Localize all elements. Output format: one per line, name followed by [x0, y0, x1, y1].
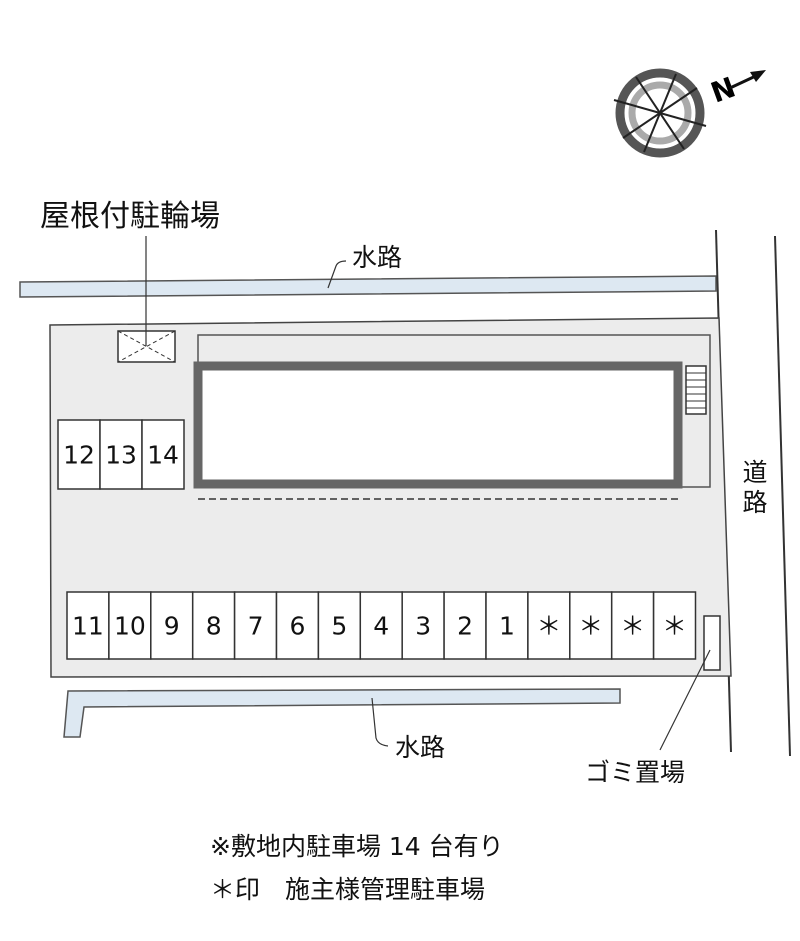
parking-stall-number: 2 — [457, 612, 473, 641]
garbage-label: ゴミ置場 — [585, 758, 686, 787]
parking-stall — [191, 591, 236, 660]
stairs — [685, 365, 707, 415]
parking-row-top: 12 13 14 — [57, 419, 185, 490]
parking-stall-number: 7 — [248, 612, 264, 641]
parking-stall — [485, 591, 529, 660]
parking-stall — [233, 591, 278, 660]
waterway-top — [19, 275, 717, 298]
parking-stall — [527, 591, 571, 660]
building — [193, 361, 683, 489]
leader-waterway-bottom — [371, 697, 389, 747]
parking-stall — [569, 591, 613, 660]
parking-stall-number: 12 — [63, 441, 95, 470]
parking-stall-number: 13 — [105, 441, 137, 470]
parking-stall-number: ＊ — [662, 612, 687, 641]
note-owner-managed: ＊印 施主様管理駐車場 — [210, 875, 486, 904]
waterway-bottom-label: 水路 — [395, 733, 446, 762]
parking-stall-number: 6 — [289, 612, 305, 641]
parking-stall — [317, 591, 362, 660]
road-label: 道路 — [742, 458, 768, 517]
bicycle-parking-box — [117, 330, 176, 363]
note-parking-count: ※敷地内駐車場 14 台有り — [210, 832, 504, 861]
parking-stall-number: 9 — [164, 612, 180, 641]
parking-stall-number: 14 — [147, 441, 179, 470]
parking-stall-number: 10 — [114, 612, 146, 641]
waterway-bottom — [63, 688, 621, 738]
parking-stall-number: 11 — [72, 612, 104, 641]
compass: N — [613, 68, 766, 158]
waterway-top-label: 水路 — [352, 243, 403, 272]
garbage-area — [703, 615, 721, 671]
parking-stall-number: ＊ — [620, 612, 645, 641]
parking-stall — [610, 591, 655, 660]
parking-stall-number: 5 — [331, 612, 347, 641]
parking-stall-number: 3 — [415, 612, 431, 641]
parking-stall — [141, 419, 185, 490]
road-edge-right — [774, 235, 791, 757]
parking-stall-number: 8 — [206, 612, 222, 641]
compass-north-label: N — [706, 70, 739, 109]
parking-stall-number: ＊ — [536, 612, 561, 641]
parking-stall — [443, 591, 487, 660]
bicycle-parking-label: 屋根付駐輪場 — [40, 199, 220, 234]
leader-waterway-top — [327, 260, 347, 289]
parking-stall-number: ＊ — [578, 612, 603, 641]
parking-stall — [652, 591, 697, 660]
parking-stall — [359, 591, 403, 660]
parking-stall-number: 4 — [373, 612, 389, 641]
parking-stall — [108, 591, 152, 660]
leader-garbage — [659, 649, 711, 751]
parking-stall-number: 1 — [499, 612, 515, 641]
